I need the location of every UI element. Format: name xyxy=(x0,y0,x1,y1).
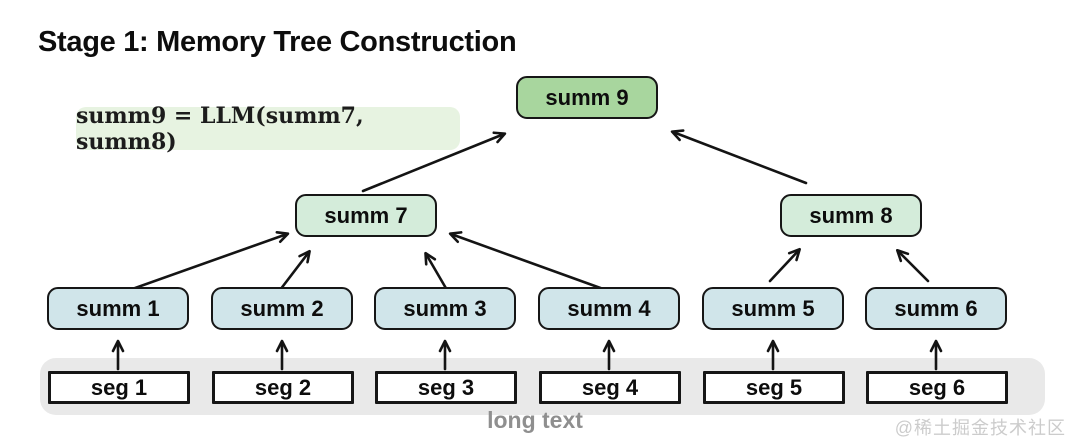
segment-label: seg 4 xyxy=(581,374,639,400)
node-summ2: summ 2 xyxy=(211,287,353,330)
watermark: @稀土掘金技术社区 xyxy=(894,418,1066,438)
node-label: summ 2 xyxy=(240,295,324,321)
segment-label: seg 1 xyxy=(90,374,148,400)
node-seg5: seg 5 xyxy=(703,371,845,404)
node-label: summ 6 xyxy=(894,295,978,321)
formula-badge: summ9 = LLM(summ7, summ8) xyxy=(76,103,460,155)
node-summ5: summ 5 xyxy=(702,287,844,330)
segment-label: seg 3 xyxy=(417,374,475,400)
node-seg4: seg 4 xyxy=(539,371,681,404)
node-seg6: seg 6 xyxy=(866,371,1008,404)
edge-summ2-summ7 xyxy=(278,249,311,292)
edge-summ1-summ7 xyxy=(119,231,290,295)
edge-summ4-summ7 xyxy=(448,231,608,292)
node-summ7: summ 7 xyxy=(295,194,437,237)
node-label: summ 1 xyxy=(76,295,160,321)
edge-summ3-summ7 xyxy=(424,251,449,292)
node-label: summ 7 xyxy=(324,202,408,228)
node-seg1: seg 1 xyxy=(48,371,190,404)
node-summ8: summ 8 xyxy=(780,194,922,237)
node-summ6: summ 6 xyxy=(865,287,1007,330)
segment-label: seg 6 xyxy=(908,374,966,400)
segment-label: seg 2 xyxy=(254,374,312,400)
segment-label: seg 5 xyxy=(745,374,803,400)
node-seg3: seg 3 xyxy=(375,371,517,404)
node-label: summ 5 xyxy=(731,295,815,321)
edge-summ8-summ9 xyxy=(670,129,808,185)
long-text-label: long text xyxy=(487,407,583,433)
node-summ9: summ 9 xyxy=(516,76,658,119)
edge-summ5-summ8 xyxy=(768,247,801,283)
edge-summ6-summ8 xyxy=(895,248,930,283)
page-title: Stage 1: Memory Tree Construction xyxy=(38,26,517,58)
node-label: summ 8 xyxy=(809,202,893,228)
node-label: summ 9 xyxy=(545,84,629,110)
node-summ1: summ 1 xyxy=(47,287,189,330)
node-summ3: summ 3 xyxy=(374,287,516,330)
node-summ4: summ 4 xyxy=(538,287,680,330)
node-label: summ 3 xyxy=(403,295,487,321)
node-seg2: seg 2 xyxy=(212,371,354,404)
node-label: summ 4 xyxy=(567,295,651,321)
